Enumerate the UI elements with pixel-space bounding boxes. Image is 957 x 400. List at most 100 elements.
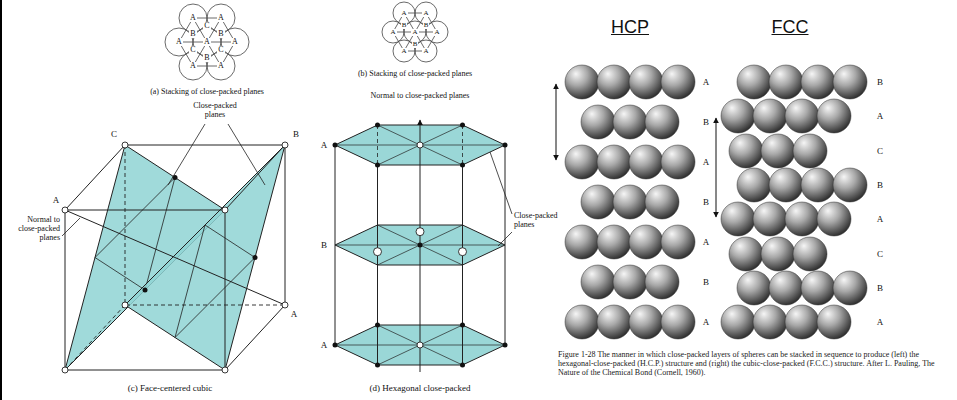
hcp-sphere-stack-part [661, 145, 695, 179]
layer-letter: A [422, 10, 429, 17]
hcp-prism-part-part [375, 163, 380, 168]
subfigure-caption: (a) Stacking of close-packed planes [150, 88, 264, 97]
fcc-sphere-stack-part [729, 134, 763, 168]
fcc-cube-part-part [143, 288, 148, 293]
layer-letter: B [702, 278, 710, 287]
fcc-sphere-stack-part [737, 168, 771, 202]
normal-label: Normal to close-packed planes [370, 92, 470, 101]
hcp-prism-part-part [503, 343, 508, 348]
hcp-sphere-stack-part [581, 185, 615, 219]
layer-letter: B [203, 54, 210, 62]
hcp-sphere-stack-part [565, 225, 599, 259]
layer-letter: A [702, 318, 711, 327]
layer-letter: A [400, 48, 407, 55]
hcp-prism-part-part [375, 123, 380, 128]
stacking-pattern-b [382, 2, 448, 62]
layer-letter: B [702, 118, 710, 127]
stacking-pattern-a-part [179, 18, 235, 66]
hcp-sphere-stack-part [597, 145, 631, 179]
hcp-sphere-stack-part [613, 185, 647, 219]
fcc-sphere-stack-part [761, 134, 795, 168]
fcc-sphere-stack-part [721, 305, 755, 339]
fcc-sphere-stack-part [817, 99, 851, 133]
fcc-sphere-stack-part [729, 237, 763, 271]
layer-letter: B [876, 78, 884, 87]
hcp-sphere-stack-part [581, 265, 615, 299]
hcp-prism-part-part [375, 323, 380, 328]
hcp-sphere-stack-part [645, 185, 679, 219]
hcp-sphere-stack-part [597, 305, 631, 339]
period-arrow-part [556, 84, 557, 160]
plane-label: Close-packed planes [184, 102, 246, 120]
subfigure-caption: (d) Hexagonal close-packed [370, 384, 471, 394]
plane-letter: A [290, 310, 299, 319]
layer-letter: A [400, 10, 407, 17]
hcp-prism-part-part [333, 343, 338, 348]
fcc-cube-part [65, 210, 285, 305]
fcc-sphere-stack-part [801, 65, 835, 99]
fcc-cube-part-part [222, 207, 228, 213]
hcp-sphere-stack-part [597, 225, 631, 259]
fcc-sphere-stack-part [785, 202, 819, 236]
hcp-prism-part [490, 152, 512, 246]
layer-letter: B [423, 22, 430, 29]
hcp-sphere-stack-part [629, 65, 663, 99]
hcp-sphere-stack-part [597, 65, 631, 99]
layer-letter: A [433, 29, 440, 36]
layer-letter: A [411, 29, 418, 36]
hcp-prism-part-part [417, 142, 423, 148]
structure-heading: HCP [611, 18, 649, 38]
fcc-sphere-stack-part [801, 271, 835, 305]
fcc-cube-part [62, 124, 265, 236]
layer-letter: C [217, 46, 224, 54]
structure-heading: FCC [772, 18, 809, 38]
layer-letter: A [189, 14, 197, 22]
layer-letter: B [189, 30, 196, 38]
fcc-sphere-stack-part [737, 271, 771, 305]
period-arrow-part [716, 118, 717, 217]
plane-letter: A [320, 341, 329, 350]
hcp-prism-part-part [417, 342, 423, 348]
normal-label: Normal to close-packed planes [8, 216, 60, 242]
fcc-sphere-stack-part [769, 65, 803, 99]
hcp-sphere-stack-part [613, 265, 647, 299]
fcc-sphere-stack-part [817, 305, 851, 339]
layer-letter: B [702, 198, 710, 207]
fcc-cube-part [65, 145, 285, 370]
fcc-sphere-stack-part [817, 202, 851, 236]
fcc-sphere-stack-part [769, 271, 803, 305]
fcc-sphere-stack-part [833, 271, 867, 305]
layer-letter: A [702, 78, 711, 87]
layer-letter: A [231, 38, 239, 46]
hcp-sphere-stack-part [613, 105, 647, 139]
hcp-sphere-stack-part [645, 265, 679, 299]
figure-caption: Figure 1-28 The manner in which close-pa… [558, 350, 951, 378]
hcp-sphere-stack-part [581, 105, 615, 139]
layer-letter: B [401, 22, 408, 29]
hcp-prism-part-part [333, 143, 338, 148]
fcc-sphere-stack-part [785, 305, 819, 339]
hcp-sphere-stack-part [661, 65, 695, 99]
hcp-prism-part [333, 123, 508, 368]
left-border-part [0, 0, 2, 400]
hcp-sphere-stack-part [645, 105, 679, 139]
fcc-sphere-stack-part [737, 65, 771, 99]
hcp-sphere-stack [565, 65, 695, 339]
fcc-cube-part-part [282, 302, 288, 308]
plane-label: Close-packed planes [514, 212, 566, 230]
fcc-cube-part-part [282, 142, 288, 148]
layer-letter: C [876, 250, 884, 259]
hcp-prism-part-part [460, 363, 465, 368]
layer-letter: B [217, 30, 224, 38]
stacking-pattern-a [165, 4, 249, 80]
hcp-prism [333, 120, 513, 372]
hcp-sphere-stack-part [629, 225, 663, 259]
layer-letter: A [876, 318, 885, 327]
plane-letter: B [292, 130, 300, 139]
fcc-sphere-stack-part [769, 168, 803, 202]
fcc-sphere-stack-part [761, 237, 795, 271]
fcc-cube-part-part [253, 255, 258, 260]
layer-letter: A [702, 158, 711, 167]
layer-letter: A [217, 14, 225, 22]
